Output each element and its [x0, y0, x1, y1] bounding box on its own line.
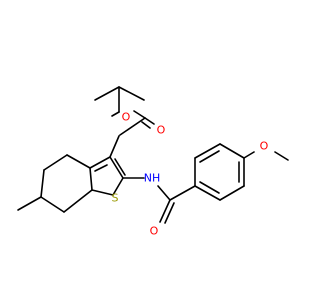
amide-oxygen-label: O [150, 225, 159, 238]
bond [111, 111, 120, 117]
bond [133, 110, 146, 119]
bond [17, 196, 42, 211]
bond [109, 156, 124, 179]
ester-oxygen-label: O [122, 111, 131, 124]
bond [63, 189, 93, 213]
bond [219, 143, 245, 159]
bond [157, 185, 171, 201]
bond [141, 121, 151, 129]
bond [199, 181, 220, 194]
bond [118, 86, 145, 101]
bond [119, 117, 146, 136]
bond [114, 158, 126, 176]
bond [199, 150, 220, 163]
bond [40, 169, 45, 198]
bond [274, 151, 289, 161]
bond [40, 196, 65, 213]
bond [219, 185, 245, 201]
amide-nitrogen-label: NH [144, 172, 161, 185]
bond [66, 154, 91, 169]
bond [159, 199, 171, 223]
bond [112, 177, 124, 196]
bond [94, 164, 108, 172]
bond [89, 156, 111, 169]
methoxy-oxygen-label: O [260, 140, 269, 153]
bond [144, 117, 155, 125]
bond [94, 86, 120, 101]
bond [109, 135, 120, 158]
bond [89, 167, 93, 191]
bond [164, 202, 175, 224]
bond [194, 143, 221, 159]
molecule-structure: O O NH S O O [17, 86, 289, 238]
bond [43, 154, 68, 171]
molecule-canvas: O O NH S O O [17, 86, 289, 238]
bond [91, 189, 114, 196]
bond [243, 151, 255, 159]
bond [169, 185, 196, 201]
ester-carbonyl-oxygen-label: O [157, 124, 166, 137]
bond [194, 185, 221, 201]
thiophene-sulfur-label: S [112, 192, 119, 205]
